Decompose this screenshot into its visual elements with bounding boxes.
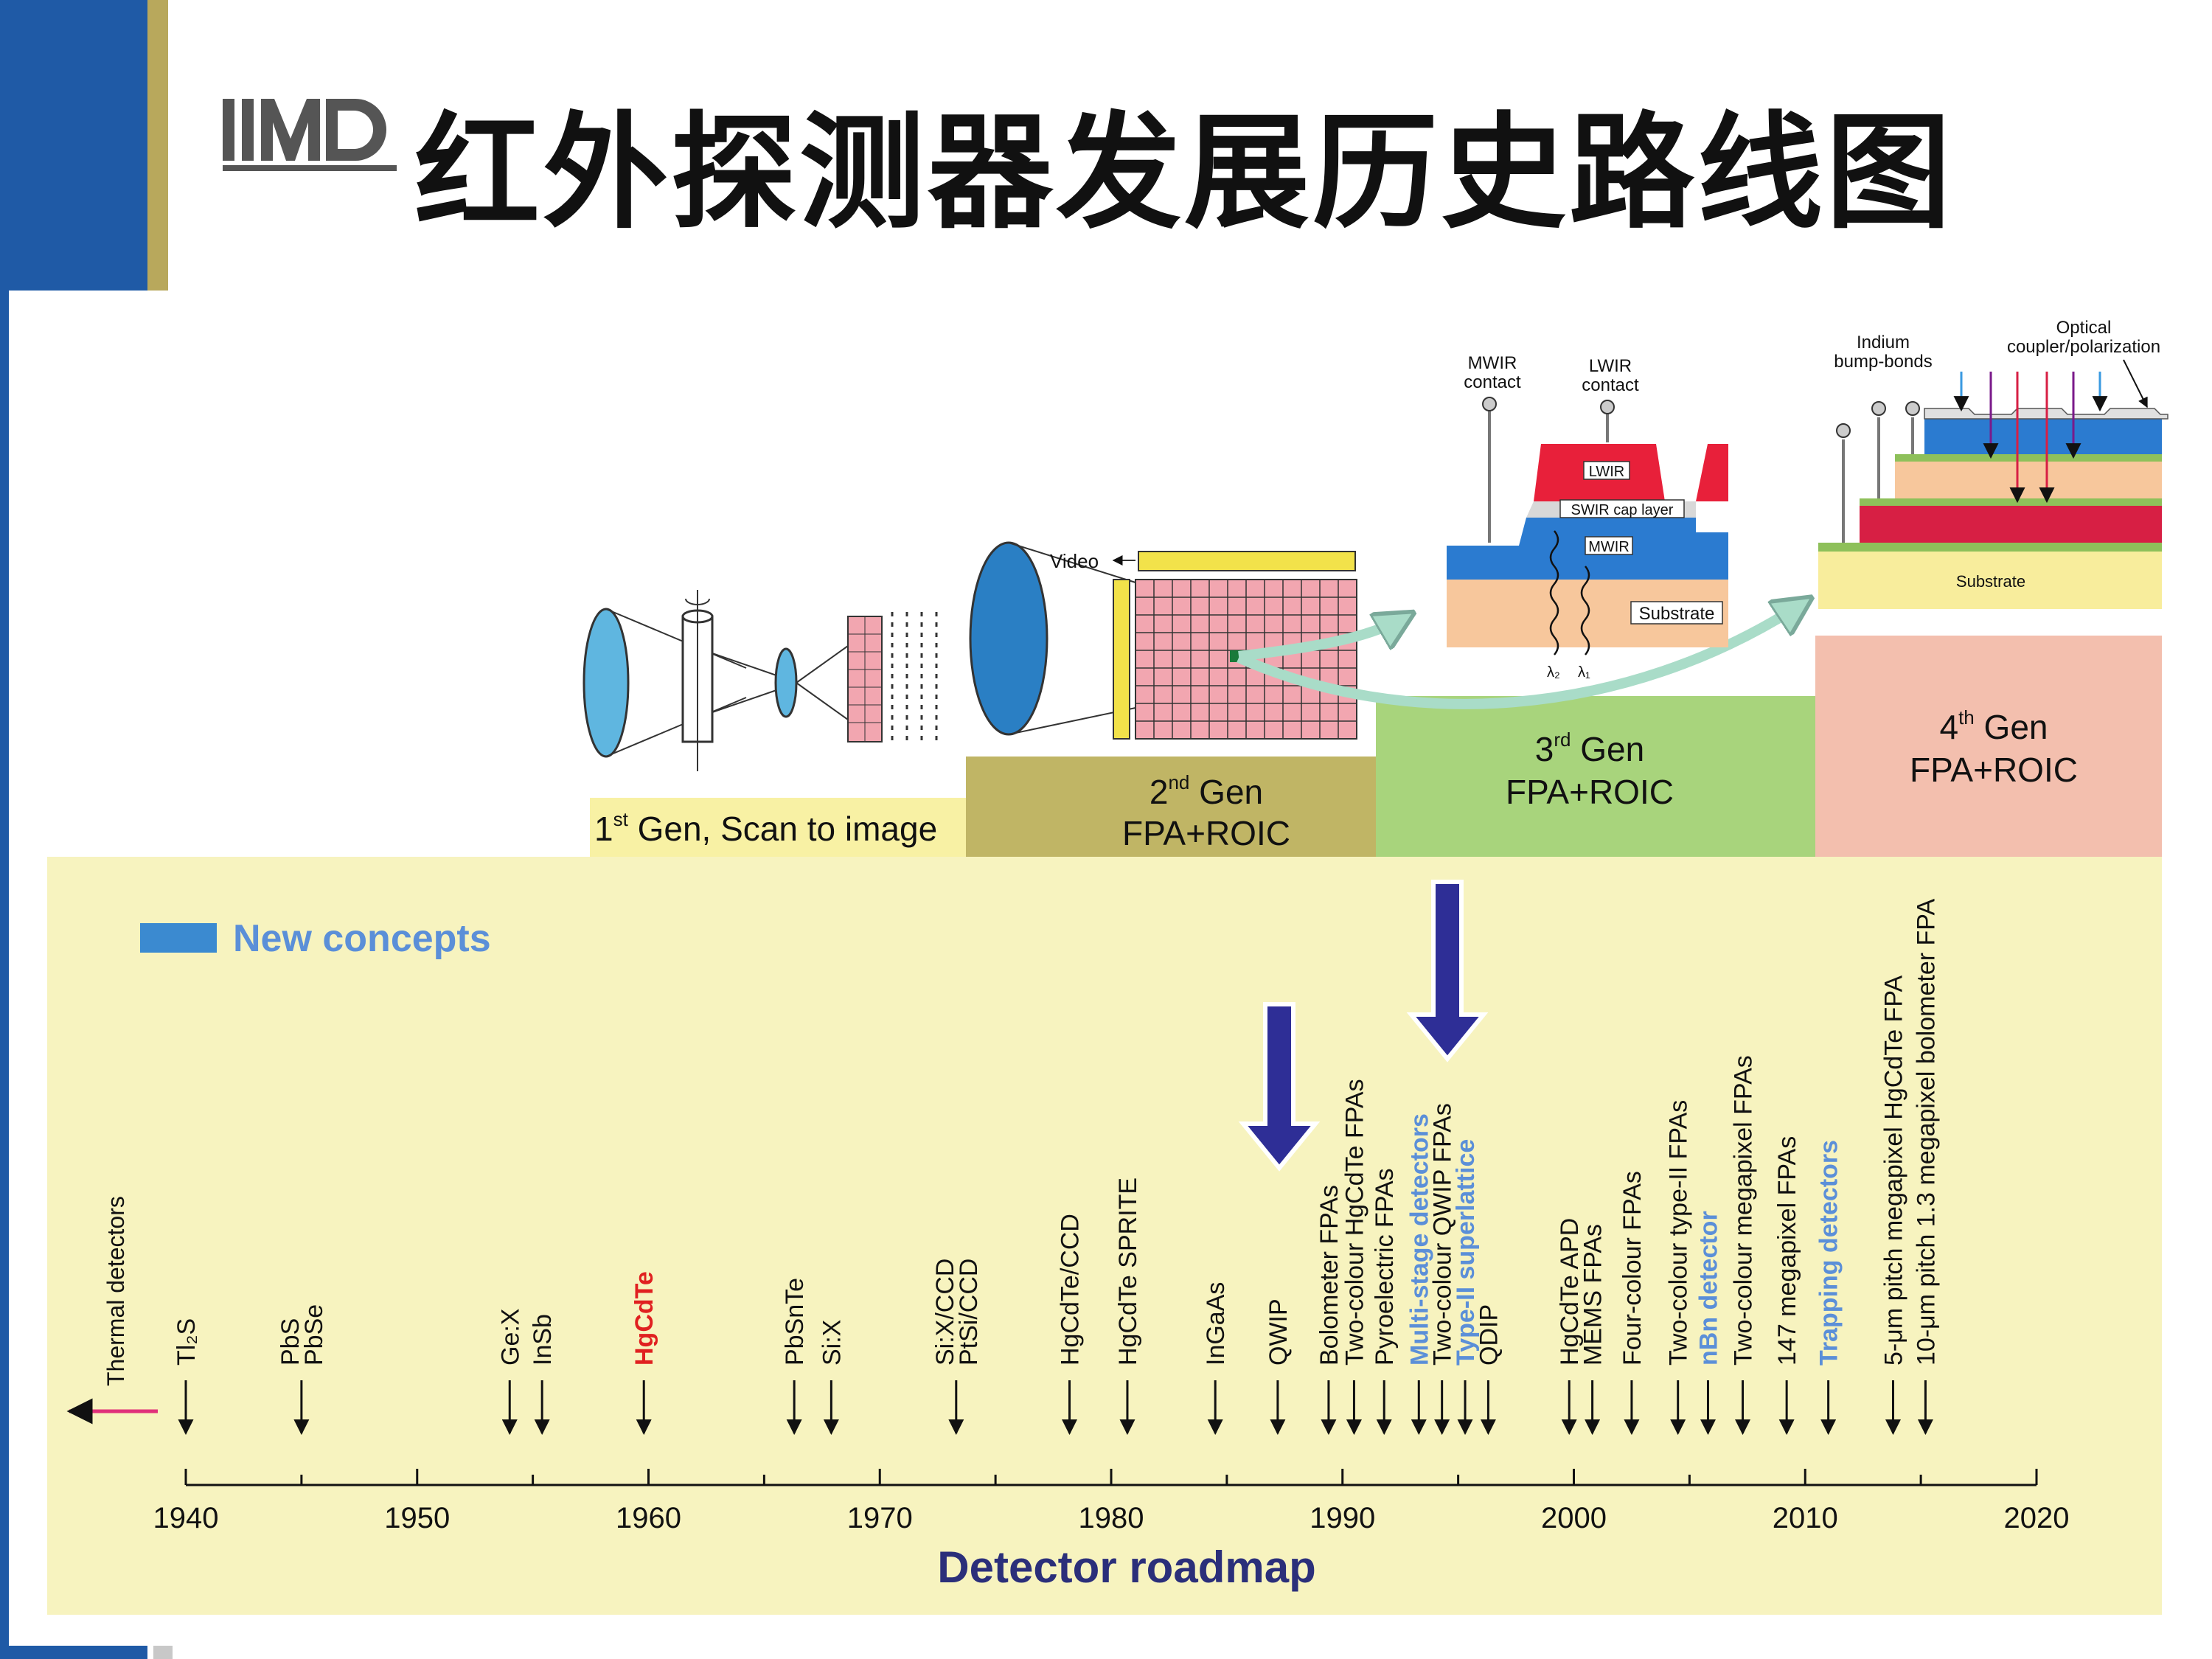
gen1-band xyxy=(590,798,966,857)
axis-tick-label: 1950 xyxy=(384,1502,450,1534)
gen4-stack-illustration: Indium bump-bonds Optical coupler/polari… xyxy=(1818,318,2168,609)
big-arrow-1 xyxy=(1238,1002,1321,1172)
logo-lettering xyxy=(223,99,397,171)
optical-label-2: coupler/polarization xyxy=(2007,337,2160,357)
event-label: HgCdTe xyxy=(630,1271,658,1366)
optical-label: Optical xyxy=(2056,318,2112,338)
axis-tick-label: 2010 xyxy=(1773,1502,1838,1534)
mwir-contact-label: MWIR xyxy=(1468,353,1517,373)
imd-logo xyxy=(223,99,397,171)
gen3-band xyxy=(1376,696,1815,857)
axis-tick-label: 2000 xyxy=(1541,1502,1607,1534)
event-label: PtSi/CCD xyxy=(955,1259,983,1366)
gen4-band xyxy=(1815,636,2162,857)
gen2-sublabel: FPA+ROIC xyxy=(1122,814,1290,852)
timeline-axis: 1940 1950 1960 1970 1980 1990 2000 2010 2020 xyxy=(153,1469,2070,1534)
event-label: Two-colour type-II FPAs xyxy=(1665,1100,1693,1366)
event-label: nBn detector xyxy=(1694,1211,1722,1366)
event-label: Four-colour FPAs xyxy=(1618,1171,1646,1366)
event-label: Two-colour HgCdTe FPAs xyxy=(1340,1079,1368,1366)
lambda2-label: λ₂ xyxy=(1547,664,1560,681)
mwir-contact-label-2: contact xyxy=(1464,372,1521,392)
event-label: Si:X/CCD xyxy=(931,1259,959,1366)
swir-cap-label: SWIR cap layer xyxy=(1571,502,1674,518)
event-label: Tl₂S xyxy=(173,1318,201,1366)
axis-tick-label: 1940 xyxy=(153,1502,219,1534)
event-label: Bolometer FPAs xyxy=(1315,1185,1343,1366)
gen3-label: 3rd Gen xyxy=(1535,728,1644,768)
slide-bottom-gray xyxy=(153,1646,173,1659)
lwir-contact-label-2: contact xyxy=(1582,375,1639,395)
gen4-label: 4th Gen xyxy=(1939,706,2048,746)
axis-tick-label: 1960 xyxy=(616,1502,681,1534)
axis-tick-label: 1980 xyxy=(1079,1502,1144,1534)
event-label: InGaAs xyxy=(1202,1282,1230,1366)
event-label: HgCdTe SPRITE xyxy=(1114,1178,1142,1366)
roadmap-panel xyxy=(47,857,2162,1615)
event-label: Si:X xyxy=(818,1320,846,1366)
event-label: Type-II superlattice xyxy=(1452,1139,1480,1366)
slide-left-line xyxy=(0,291,9,1659)
lambda1-label: λ₁ xyxy=(1578,664,1590,681)
indium-label-2: bump-bonds xyxy=(1834,352,1932,372)
slide-title: 红外探测器发展历史路线图 xyxy=(414,100,1955,246)
axis-tick-label: 1990 xyxy=(1310,1502,1375,1534)
thermal-detectors-label: Thermal detectors xyxy=(102,1196,129,1386)
roadmap-title: Detector roadmap xyxy=(937,1543,1315,1592)
axis-tick-label: 1970 xyxy=(847,1502,913,1534)
indium-label: Indium xyxy=(1857,333,1910,352)
event-label: Multi-stage detectors xyxy=(1405,1113,1433,1366)
slide-left-block xyxy=(0,0,147,291)
gen1-scanner-illustration xyxy=(582,590,938,771)
event-label: InSb xyxy=(529,1314,557,1366)
event-label: PbS xyxy=(276,1318,305,1366)
event-label: QDIP xyxy=(1475,1304,1503,1366)
event-label: PbSe xyxy=(300,1304,328,1366)
event-label: QWIP xyxy=(1265,1298,1293,1366)
substrate3-label: Substrate xyxy=(1639,604,1715,624)
gen3-sublabel: FPA+ROIC xyxy=(1506,773,1674,811)
video-label: Video xyxy=(1050,550,1099,572)
event-label: PbSnTe xyxy=(781,1278,809,1366)
lwir-contact-label: LWIR xyxy=(1589,356,1632,376)
event-label: Two-colour megapixel FPAs xyxy=(1730,1055,1758,1366)
gen3-pixel-illustration: MWIR contact LWIR contact LWIR SWIR cap … xyxy=(1447,353,1728,681)
gen1-label: 1st Gen, Scan to image xyxy=(594,808,937,848)
legend-swatch xyxy=(140,923,217,953)
big-arrow-2 xyxy=(1406,880,1489,1062)
event-label: Two-colour QWIP FPAs xyxy=(1429,1103,1457,1366)
axis-tick-label: 2020 xyxy=(2004,1502,2070,1534)
event-label: Pyroelectric FPAs xyxy=(1371,1168,1399,1366)
event-label: Trapping detectors xyxy=(1815,1140,1843,1366)
gen2-label: 2nd Gen xyxy=(1150,771,1263,811)
gen2-band xyxy=(966,757,1376,857)
event-label: 147 megapixel FPAs xyxy=(1773,1136,1801,1366)
event-label: Ge:X xyxy=(496,1309,524,1366)
legend-label: New concepts xyxy=(233,917,491,960)
substrate4-label: Substrate xyxy=(1956,572,2025,591)
event-label: HgCdTe/CCD xyxy=(1057,1214,1085,1366)
event-label: HgCdTe APD xyxy=(1556,1218,1584,1366)
slide-gold-stripe xyxy=(147,0,168,291)
event-label: 10-μm pitch 1.3 megapixel bolometer FPA xyxy=(1912,899,1940,1366)
mwir-layer-label: MWIR xyxy=(1588,539,1630,555)
gen4-sublabel: FPA+ROIC xyxy=(1910,751,2078,789)
slide-bottom-block xyxy=(0,1646,147,1659)
event-label: MEMS FPAs xyxy=(1579,1224,1607,1366)
event-label: 5-μm pitch megapixel HgCdTe FPA xyxy=(1879,975,1907,1366)
lwir-layer-label: LWIR xyxy=(1589,464,1625,480)
